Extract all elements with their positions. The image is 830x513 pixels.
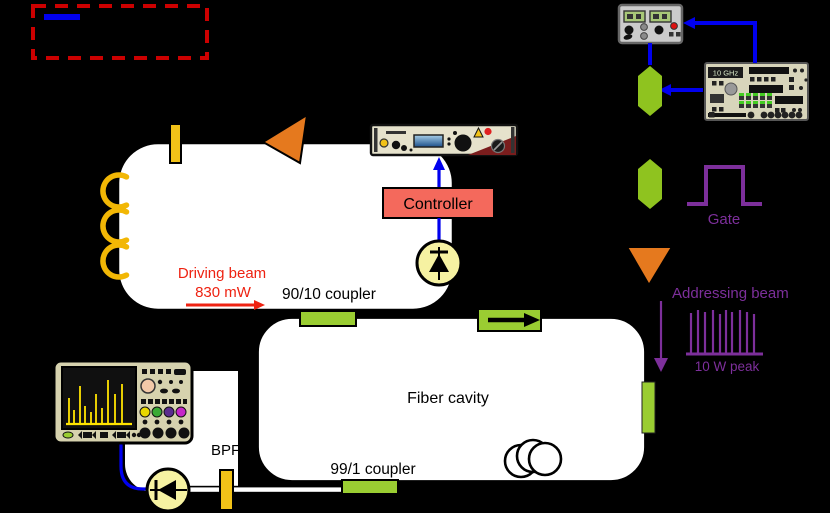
addressing-beam-arrow — [654, 301, 668, 372]
intensity-modulator-1-icon — [638, 66, 662, 116]
coupler-99-1-icon — [341, 479, 399, 495]
scope-trace — [66, 380, 132, 426]
generator-wiring — [648, 17, 757, 96]
oscilloscope-screen — [61, 366, 137, 430]
amplifier-triangle-icon — [261, 113, 309, 165]
controller-to-laser-arrow — [433, 157, 445, 188]
scope-electrical-line — [119, 441, 148, 491]
bandpass-filter-icon — [219, 469, 234, 511]
peak-power-label: 10 W peak — [695, 359, 760, 374]
gate-pulse-icon — [687, 165, 762, 206]
output-fiber-line — [180, 485, 373, 494]
isolator-icon — [477, 308, 542, 332]
cavity-fiber-coils-icon — [503, 438, 563, 479]
photodiode-output-icon — [145, 467, 191, 513]
laser-lcd-display — [413, 134, 444, 148]
oscilloscope — [52, 359, 194, 445]
addressing-beam-label: Addressing beam — [672, 285, 789, 302]
driving-beam-label: Driving beam — [178, 265, 266, 282]
addressing-amplifier-icon — [625, 246, 674, 287]
controller-label: Controller — [403, 196, 473, 213]
fiber-cavity-label: Fiber cavity — [407, 390, 489, 407]
photodiode-feedback-icon — [415, 239, 463, 287]
polarization-controller-icon — [169, 123, 182, 164]
generator-frequency-label: 10 GHz — [713, 69, 739, 78]
generator-controls — [708, 67, 808, 119]
bpf-label: BPF — [211, 442, 240, 459]
coupler-99-1-label: 99/1 coupler — [330, 461, 415, 478]
driving-loop-fiber — [116, 141, 455, 312]
addressing-coupler-icon — [641, 381, 656, 434]
intensity-modulator-2-icon — [638, 159, 662, 209]
coupler-90-10-icon — [299, 310, 357, 327]
legend-box — [31, 4, 209, 60]
laser-red-indicator — [484, 127, 492, 136]
legend-electrical-line-swatch — [44, 14, 80, 20]
modulator-driver-device — [617, 3, 684, 45]
controller-box — [382, 187, 495, 219]
driving-beam-annotation: Driving beam 830 mW — [178, 265, 266, 310]
generator-lit-buttons — [739, 93, 772, 108]
fiber-spool-coils-icon — [100, 172, 130, 280]
warning-triangle-icon — [473, 126, 484, 138]
gate-label: Gate — [708, 211, 741, 228]
laser-device — [369, 123, 519, 157]
pattern-generator-device: 10 GHz — [704, 62, 809, 121]
driving-power-label: 830 mW — [195, 284, 252, 301]
pulse-train-icon — [686, 310, 763, 356]
scope-buttons — [62, 369, 190, 439]
coupler-90-10-label: 90/10 coupler — [282, 286, 376, 303]
